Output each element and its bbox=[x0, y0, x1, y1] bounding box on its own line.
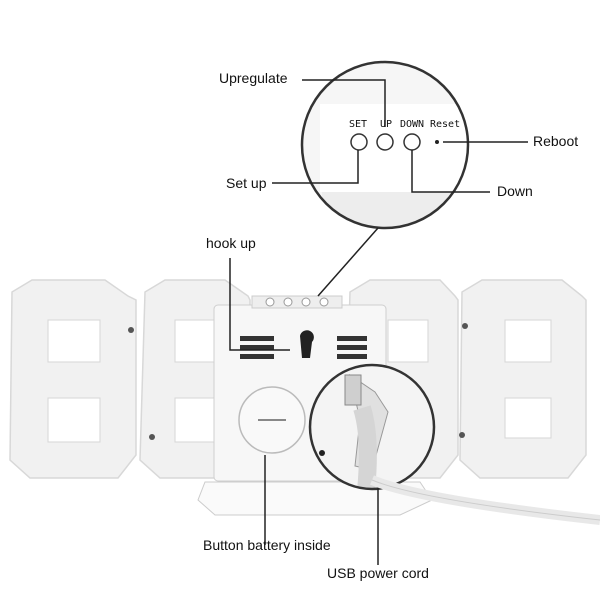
reset-label: Reset bbox=[430, 119, 461, 130]
up-label: UP bbox=[380, 119, 393, 130]
set-up-label: Set up bbox=[226, 175, 267, 191]
leader-lines bbox=[229, 79, 528, 565]
hook-hole-icon bbox=[300, 330, 314, 358]
reset-hole bbox=[435, 140, 439, 144]
down-callout-label: Down bbox=[497, 183, 533, 199]
reboot-label: Reboot bbox=[533, 133, 579, 149]
usb-cord-label: USB power cord bbox=[327, 565, 429, 581]
upregulate-label: Upregulate bbox=[219, 70, 288, 86]
set-button bbox=[350, 133, 368, 151]
cord-magnifier bbox=[308, 363, 436, 491]
up-button bbox=[376, 133, 394, 151]
hook-up-label: hook up bbox=[206, 235, 256, 251]
down-button bbox=[403, 133, 421, 151]
button-panel-magnifier bbox=[300, 60, 470, 230]
set-label: SET bbox=[349, 119, 368, 130]
down-label: DOWN bbox=[400, 119, 425, 130]
battery-label: Button battery inside bbox=[203, 537, 331, 553]
